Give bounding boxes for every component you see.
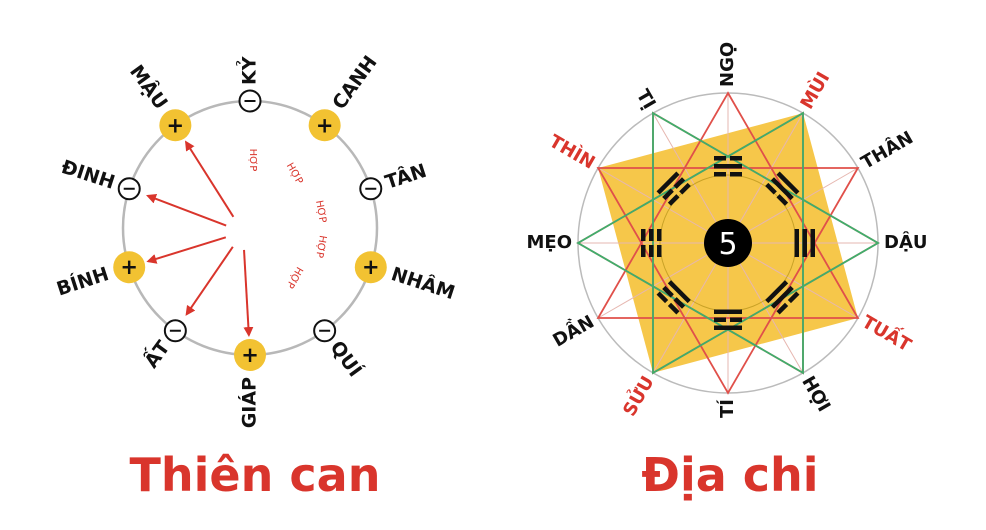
plus-badge bbox=[354, 251, 387, 284]
yin-line-left bbox=[667, 194, 680, 206]
plus-icon: + bbox=[120, 255, 138, 279]
arrow-giáp bbox=[243, 249, 254, 338]
yang-line bbox=[714, 164, 742, 169]
arrow-ất bbox=[185, 246, 234, 316]
arrow-đinh bbox=[146, 194, 227, 227]
yin-line-right bbox=[730, 172, 742, 177]
plus-icon: + bbox=[362, 255, 380, 279]
center-number: 5 bbox=[718, 227, 737, 262]
yin-line-left bbox=[649, 245, 654, 257]
branch-label-7: TÍ bbox=[716, 399, 738, 418]
yang-line bbox=[794, 229, 799, 257]
yang-line bbox=[765, 280, 789, 304]
plus-icon: + bbox=[167, 113, 185, 137]
yin-line-right bbox=[662, 285, 674, 298]
plus-badge bbox=[159, 109, 192, 142]
trigram-6 bbox=[656, 280, 691, 315]
yin-line-left bbox=[641, 245, 646, 257]
plus-icon: + bbox=[316, 113, 334, 137]
hop-label-3: HỢP bbox=[313, 199, 328, 223]
yin-line-left bbox=[714, 156, 726, 161]
stem-label: KỶ bbox=[236, 56, 261, 85]
plus-badge bbox=[113, 251, 146, 284]
red-triangle-1 bbox=[596, 91, 860, 319]
yang-line bbox=[776, 171, 800, 195]
branch-label-11: THÌN bbox=[545, 130, 599, 174]
yang-line bbox=[667, 280, 691, 304]
center-disc bbox=[704, 219, 752, 267]
yin-line-left bbox=[787, 291, 800, 304]
branch-label-6: HỢI bbox=[797, 373, 834, 416]
trigram-4 bbox=[765, 280, 800, 315]
dia-chi-title: Địa chi bbox=[641, 448, 819, 502]
trigram-8 bbox=[656, 171, 691, 206]
branch-label-9: DẦN bbox=[548, 309, 598, 352]
branch-label-4: DẬU bbox=[884, 231, 928, 253]
yin-line-right bbox=[673, 177, 686, 189]
yin-line-right bbox=[776, 302, 789, 315]
thien-can-title: Thiên can bbox=[129, 448, 381, 502]
branch-label-5: TUẤT bbox=[858, 309, 917, 357]
yin-line-right bbox=[679, 182, 691, 195]
stem-kỷ: KỶ bbox=[236, 56, 262, 113]
trigram-1 bbox=[714, 156, 742, 177]
yin-line-right bbox=[641, 229, 646, 241]
yin-line-right bbox=[776, 194, 789, 206]
yin-line-left bbox=[714, 172, 726, 177]
trigram-3 bbox=[794, 229, 815, 257]
yang-line bbox=[714, 325, 742, 330]
yang-line bbox=[770, 285, 794, 309]
trigram-2 bbox=[765, 171, 800, 206]
green-triangle-1 bbox=[652, 111, 880, 375]
trigram-5 bbox=[714, 309, 742, 330]
yang-line bbox=[656, 171, 680, 195]
stem-label: GIÁP bbox=[238, 377, 261, 428]
branch-label-12: TỊ bbox=[632, 86, 660, 113]
yin-line-left bbox=[657, 245, 662, 257]
yin-line-left bbox=[765, 182, 777, 195]
branch-label-3: THÂN bbox=[857, 126, 917, 173]
plus-icon: + bbox=[241, 343, 259, 367]
plus-badge bbox=[234, 339, 266, 371]
arrow-bính bbox=[146, 236, 227, 264]
yin-line-left bbox=[730, 317, 742, 322]
yang-line bbox=[714, 309, 742, 314]
branch-label-8: SỬU bbox=[617, 371, 659, 420]
branch-label-1: NGỌ bbox=[717, 42, 738, 87]
yang-line bbox=[770, 177, 794, 201]
branch-label-10: MẸO bbox=[526, 232, 572, 253]
yin-line-left bbox=[662, 188, 674, 201]
yin-line-left bbox=[673, 297, 686, 309]
trigram-7 bbox=[641, 229, 662, 257]
yang-line bbox=[802, 229, 807, 257]
yang-line bbox=[810, 229, 815, 257]
hop-label-1: HỢP bbox=[247, 149, 258, 172]
yin-line-right bbox=[714, 317, 726, 322]
plus-badge bbox=[308, 109, 341, 142]
yin-line-right bbox=[657, 229, 662, 241]
arrow-mậu bbox=[184, 140, 235, 218]
yin-line-left bbox=[667, 302, 680, 315]
yin-line-right bbox=[649, 229, 654, 241]
branch-label-2: MÙI bbox=[796, 68, 835, 113]
yin-line-right bbox=[730, 156, 742, 161]
yin-line-right bbox=[656, 291, 669, 304]
stem-giáp: + GIÁP bbox=[234, 339, 266, 428]
hop-label-4: HỢP bbox=[313, 234, 328, 258]
